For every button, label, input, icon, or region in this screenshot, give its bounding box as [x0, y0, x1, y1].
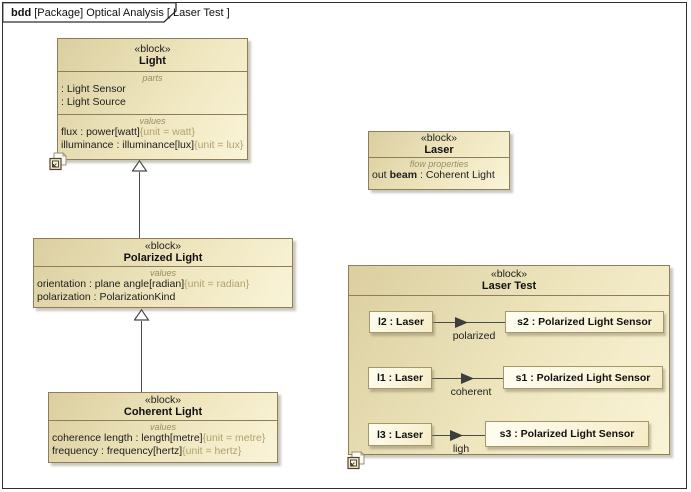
block-name: Polarized Light — [123, 252, 203, 264]
value-property: coherence length : length[metre]{unit = … — [52, 432, 274, 445]
part-s1-polarized-light-sensor[interactable]: s1 : Polarized Light Sensor — [503, 366, 663, 389]
generalization-arrowhead[interactable] — [132, 160, 148, 172]
compartment-label: flow properties — [409, 159, 469, 169]
part-s3-polarized-light-sensor[interactable]: s3 : Polarized Light Sensor — [485, 421, 649, 447]
compartment-label: values — [149, 422, 176, 432]
stereotype-label: «block» — [420, 132, 458, 144]
part-label: s3 : Polarized Light Sensor — [499, 428, 635, 440]
block-polarized-light-values-compartment[interactable]: values orientation : plane angle[radian]… — [34, 267, 292, 304]
part-l2-laser[interactable]: l2 : Laser — [369, 311, 433, 333]
value-property: illuminance : illuminance[lux]{unit = lu… — [61, 139, 244, 152]
part-label: l1 : Laser — [376, 372, 424, 384]
related-diagram-icon[interactable] — [49, 152, 68, 171]
value-text: coherence length : length[metre] — [52, 432, 203, 444]
part-label: s2 : Polarized Light Sensor — [517, 316, 652, 328]
generalization-polarized-to-light[interactable] — [139, 172, 140, 238]
flow-type: : Coherent Light — [420, 169, 495, 181]
value-property: flux : power[watt]{unit = watt} — [61, 126, 244, 139]
item-flow-arrowhead[interactable] — [455, 317, 469, 328]
item-flow-arrowhead[interactable] — [461, 373, 475, 384]
value-text: illuminance : illuminance[lux] — [61, 138, 195, 151]
block-coherent-light-values-compartment[interactable]: values coherence length : length[metre]{… — [49, 421, 277, 458]
compartment-label: parts — [142, 73, 163, 83]
stereotype-label: «block» — [490, 268, 528, 280]
generalization-coherent-to-polarized[interactable] — [141, 321, 142, 392]
block-polarized-light[interactable]: «block» Polarized Light values orientati… — [33, 238, 293, 308]
diagram-frame-heading: bdd [Package] Optical Analysis [ Laser T… — [2, 2, 230, 23]
block-name: Coherent Light — [123, 406, 203, 418]
block-laser-test-header[interactable]: «block» Laser Test — [349, 266, 669, 296]
part-l1-laser[interactable]: l1 : Laser — [368, 367, 432, 389]
part-label: s1 : Polarized Light Sensor — [515, 371, 651, 384]
related-diagram-icon[interactable] — [347, 451, 366, 470]
part-s2-polarized-light-sensor[interactable]: s2 : Polarized Light Sensor — [505, 311, 664, 333]
block-coherent-light-header[interactable]: «block» Coherent Light — [49, 393, 277, 421]
block-light[interactable]: «block» Light parts : Light Sensor : Lig… — [49, 38, 248, 171]
connector-l2-s2[interactable] — [433, 322, 505, 323]
flow-name: beam — [389, 169, 418, 181]
diagram-context-label: [Package] Optical Analysis [ Laser Test … — [34, 7, 230, 19]
part-property: : Light Sensor — [61, 83, 126, 95]
block-laser-header[interactable]: «block» Laser — [369, 132, 509, 158]
compartment-label: values — [139, 116, 166, 126]
diagram-title: bdd [Package] Optical Analysis [ Laser T… — [11, 7, 230, 19]
value-property: orientation : plane angle[radian]{unit =… — [37, 278, 289, 291]
value-text: polarization : PolarizationKind — [37, 290, 176, 303]
value-unit: {unit = radian} — [184, 278, 250, 290]
part-label: l2 : Laser — [377, 316, 425, 328]
diagram-kind-label: bdd — [11, 7, 32, 19]
frame-heading-shape — [2, 2, 177, 23]
part-property: : Light Source — [61, 95, 126, 108]
value-unit: {unit = lux} — [194, 138, 244, 151]
flow-direction: out — [372, 169, 387, 181]
block-name: Laser Test — [481, 280, 537, 292]
value-property: polarization : PolarizationKind — [37, 291, 289, 304]
block-light-values-compartment[interactable]: values flux : power[watt]{unit = watt} i… — [58, 114, 247, 159]
stereotype-label: «block» — [144, 394, 182, 406]
part-label: l3 : Laser — [376, 428, 424, 441]
block-name: Light — [139, 54, 166, 67]
part-l3-laser[interactable]: l3 : Laser — [368, 423, 432, 446]
value-text: flux : power[watt] — [61, 126, 140, 138]
value-property: frequency : frequency[hertz]{unit = hert… — [52, 445, 274, 458]
value-text: orientation : plane angle[radian] — [37, 278, 185, 290]
item-flow-label: ligh — [452, 443, 470, 455]
value-unit: {unit = watt} — [139, 126, 195, 138]
value-text: frequency : frequency[hertz] — [52, 444, 183, 457]
block-polarized-light-header[interactable]: «block» Polarized Light — [34, 239, 292, 267]
block-name: Laser — [424, 144, 454, 156]
compartment-label: values — [149, 268, 176, 278]
block-light-parts-compartment[interactable]: parts : Light Sensor : Light Source — [58, 72, 247, 114]
stereotype-label: «block» — [134, 42, 171, 55]
block-laser-test[interactable]: «block» Laser Test polarized l2 : Laser … — [347, 265, 670, 470]
block-coherent-light[interactable]: «block» Coherent Light values coherence … — [48, 392, 278, 463]
item-flow-arrowhead[interactable] — [450, 430, 464, 441]
item-flow-label: polarized — [452, 330, 496, 342]
block-light-header[interactable]: «block» Light — [58, 39, 247, 72]
stereotype-label: «block» — [144, 240, 182, 252]
value-unit: {unit = hertz} — [182, 444, 242, 457]
item-flow-label: coherent — [450, 386, 492, 398]
generalization-arrowhead[interactable] — [134, 309, 150, 321]
value-unit: {unit = metre} — [202, 432, 266, 444]
